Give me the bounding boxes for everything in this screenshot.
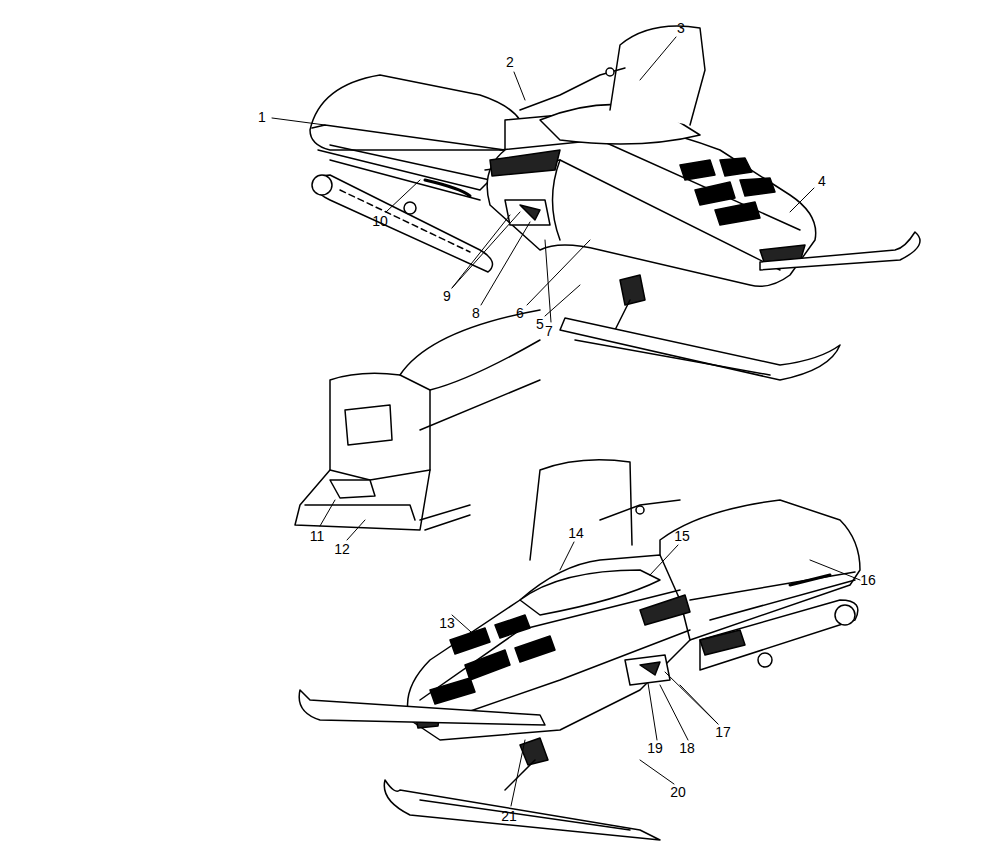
- callout-number: 10: [372, 214, 388, 228]
- callout-number: 6: [516, 306, 524, 320]
- callout-number: 16: [860, 573, 876, 587]
- callout-number: 8: [472, 306, 480, 320]
- callout-number: 7: [545, 324, 553, 338]
- top-snowmobile: [310, 26, 920, 380]
- callout-number: 18: [679, 741, 695, 755]
- bottom-snowmobile: [299, 460, 860, 840]
- callout-number: 20: [670, 785, 686, 799]
- callout-number: 11: [310, 529, 325, 543]
- callout-number: 19: [647, 741, 663, 755]
- callout-number: 17: [715, 725, 731, 739]
- callout-number: 5: [536, 317, 544, 331]
- callout-number: 15: [674, 529, 690, 543]
- callout-number: 2: [506, 55, 514, 69]
- callout-number: 1: [258, 110, 266, 124]
- leader-lines: [272, 37, 860, 806]
- callout-number: 14: [568, 526, 584, 540]
- callout-number: 21: [501, 809, 517, 823]
- rear-detail: [295, 310, 540, 530]
- callout-number: 12: [334, 542, 350, 556]
- callout-number: 9: [443, 289, 451, 303]
- callout-number: 4: [818, 174, 826, 188]
- callout-number: 3: [677, 21, 685, 35]
- callout-number: 13: [439, 616, 455, 630]
